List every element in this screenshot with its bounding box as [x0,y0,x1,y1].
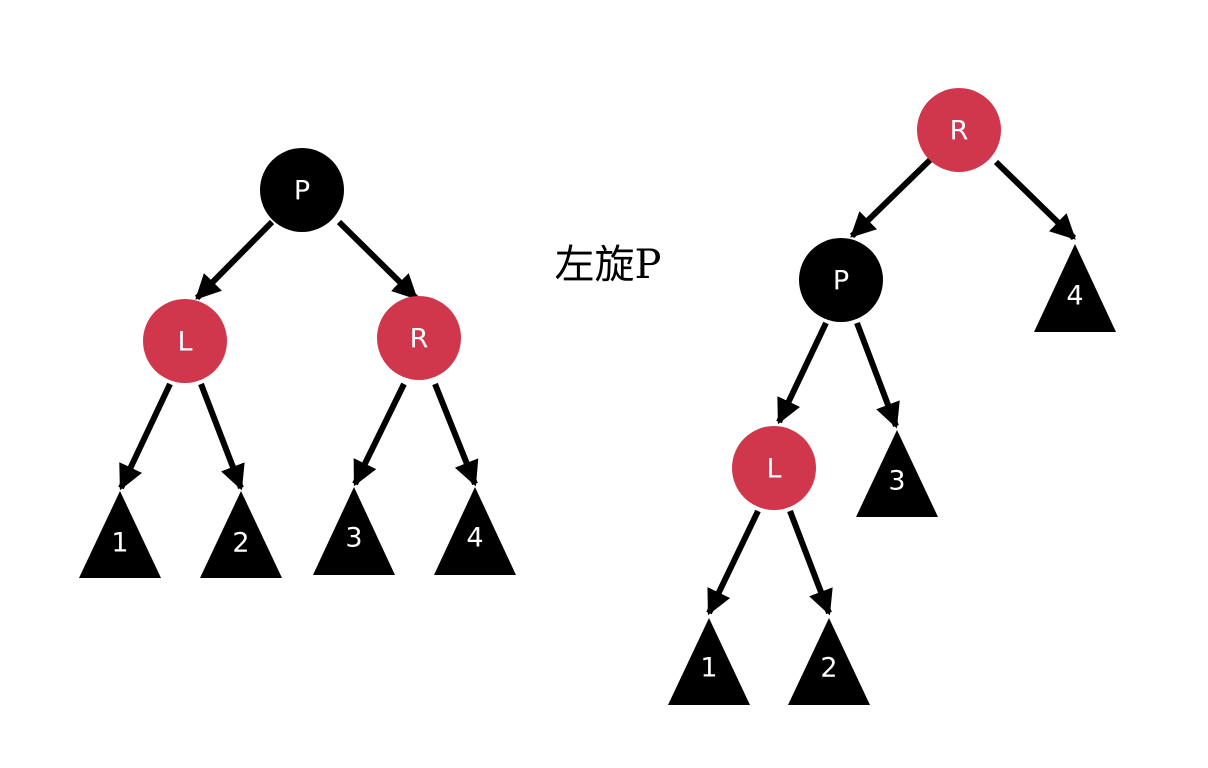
edge-l-to-t1 [118,382,173,491]
node-circle [799,238,883,322]
node-label: P [294,176,310,207]
node-circle [917,88,1001,172]
edge-r-to-t4 [993,159,1077,241]
edge-l-to-t1 [706,509,761,616]
subtree-4: 4 [1034,244,1116,332]
subtree-triangle [1034,244,1116,332]
subtree-3: 3 [856,430,938,517]
node-label: R [950,116,969,147]
subtree-triangle [313,487,395,575]
subtree-4: 4 [434,487,516,575]
node-circle [143,299,227,383]
edge-p-to-t3 [854,321,900,429]
subtree-triangle [79,491,161,578]
node-l: L [143,299,227,383]
subtree-1: 1 [79,491,161,578]
subtree-label: 3 [345,523,362,554]
subtree-3: 3 [313,487,395,575]
subtree-triangle [200,491,282,578]
subtree-2: 2 [200,491,282,578]
subtree-label: 2 [232,528,249,559]
subtree-label: 3 [888,466,905,497]
node-r: R [377,296,461,380]
edge-p-to-l [194,219,275,301]
node-label: L [177,327,192,358]
subtree-triangle [856,430,938,517]
before-tree: P L R 1 2 3 4 [79,148,516,578]
subtree-triangle [788,618,870,705]
node-label: R [410,324,429,355]
node-circle [260,148,344,232]
edge-r-to-t4 [432,382,479,487]
subtree-2: 2 [788,618,870,705]
edge-r-to-t3 [352,382,407,487]
edge-r-to-p [849,157,933,239]
node-label: P [833,266,849,297]
node-l: L [732,426,816,510]
subtree-label: 4 [1066,281,1083,312]
node-r: R [917,88,1001,172]
node-p: P [260,148,344,232]
edge-p-to-l [776,321,829,425]
subtree-label: 4 [466,523,483,554]
edge-p-to-r [336,219,419,301]
subtree-label: 1 [111,528,128,559]
subtree-1: 1 [668,618,750,705]
after-tree: R P L 4 3 1 2 [668,88,1116,705]
subtree-triangle [668,618,750,705]
rotation-caption: 左旋P [555,242,662,288]
subtree-label: 2 [820,653,837,684]
after-edges [706,157,1077,616]
node-p: P [799,238,883,322]
subtree-triangle [434,487,516,575]
edge-l-to-t2 [787,509,833,616]
node-circle [732,426,816,510]
edge-l-to-t2 [198,382,245,491]
before-edges [118,219,479,491]
subtree-label: 1 [700,653,717,684]
node-circle [377,296,461,380]
node-label: L [766,454,781,485]
